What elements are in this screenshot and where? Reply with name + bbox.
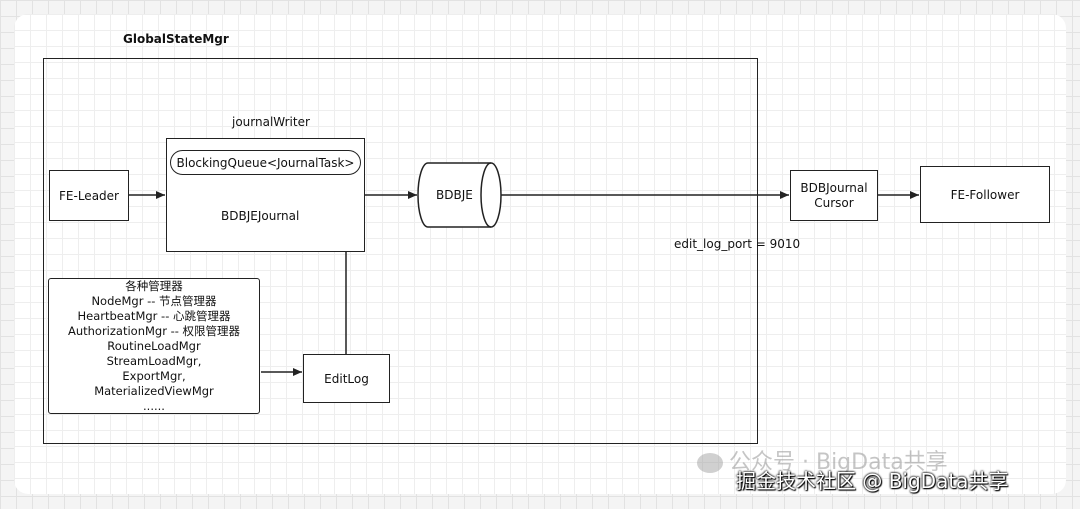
juejin-watermark: 掘金技术社区 @ BigData共享: [736, 469, 1009, 493]
manager-item: RoutineLoadMgr: [107, 338, 201, 353]
fe-follower-text: FE-Follower: [950, 187, 1020, 202]
edit-log-text: EditLog: [324, 371, 369, 386]
wechat-icon: [697, 453, 723, 473]
edit-log-port-label: edit_log_port = 9010: [674, 237, 801, 251]
manager-item: NodeMgr -- 节点管理器: [91, 293, 217, 308]
bdb-cursor-line2: Cursor: [814, 195, 854, 210]
bdbje-journal-label: BDBJEJournal: [221, 209, 300, 223]
fe-leader-text: FE-Leader: [59, 188, 119, 203]
managers-title: 各种管理器: [125, 278, 183, 293]
manager-item: AuthorizationMgr -- 权限管理器: [67, 323, 241, 338]
wechat-watermark-text: 公众号 · BigData共享: [729, 450, 948, 475]
bdb-journal-cursor-box: BDBJournal Cursor: [790, 170, 878, 221]
blocking-queue-box: BlockingQueue<JournalTask>: [170, 150, 361, 175]
blocking-queue-text: BlockingQueue<JournalTask>: [176, 155, 355, 170]
manager-item: HeartbeatMgr -- 心跳管理器: [77, 308, 231, 323]
fe-leader-box: FE-Leader: [49, 170, 129, 221]
managers-box: 各种管理器 NodeMgr -- 节点管理器 HeartbeatMgr -- 心…: [48, 278, 260, 414]
diagram-canvas: [14, 14, 1066, 494]
bdbje-cylinder: [417, 162, 502, 228]
global-state-mgr-container: [43, 58, 758, 444]
manager-item: ExportMgr,: [122, 368, 186, 383]
wechat-watermark: 公众号 · BigData共享: [697, 444, 948, 476]
journal-writer-label: journalWriter: [232, 115, 310, 129]
fe-follower-box: FE-Follower: [920, 166, 1050, 223]
bdbje-label: BDBJE: [436, 188, 473, 202]
manager-item: MaterializedViewMgr: [94, 383, 214, 398]
manager-item: ......: [143, 398, 165, 413]
bdb-cursor-line1: BDBJournal: [800, 180, 868, 195]
edit-log-box: EditLog: [303, 354, 390, 403]
manager-item: StreamLoadMgr,: [106, 353, 202, 368]
global-state-mgr-label: GlobalStateMgr: [123, 32, 229, 46]
